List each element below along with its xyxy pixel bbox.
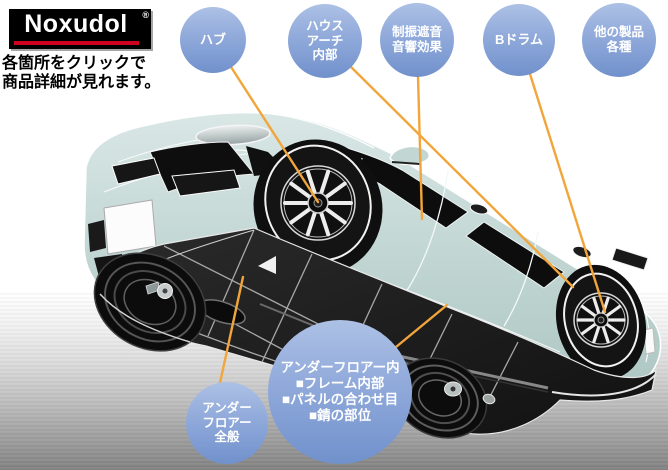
- front-left-wheel: [93, 252, 207, 352]
- front-lower-highlight: [99, 293, 191, 343]
- noxudol-logo[interactable]: Noxudol ®: [9, 9, 151, 49]
- hotspot-vibration-sound-damping[interactable]: 制振遮音音響効果: [380, 3, 454, 77]
- registered-mark: ®: [142, 10, 149, 20]
- logo-red-underline: [14, 41, 139, 45]
- hotspot-label-line: 全般: [214, 430, 240, 445]
- hotspot-label-line: 内部: [312, 48, 338, 63]
- intro-line-2: 商品詳細が見れます。: [2, 74, 161, 91]
- rear-reflector: [643, 327, 656, 355]
- hotspot-underfloor-inner[interactable]: アンダーフロアー内■フレーム内部■パネルの合わせ目■錆の部位: [268, 320, 412, 464]
- hotspot-label-line: 各種: [606, 40, 632, 54]
- underbody-triangle-marker: [258, 256, 276, 274]
- hotspot-other-products[interactable]: 他の製品各種: [582, 3, 656, 77]
- hotspot-label-line: ■錆の部位: [308, 407, 372, 423]
- intro-line-1: 各箇所をクリックで: [2, 55, 147, 72]
- hotspot-house-arch-inner[interactable]: ハウスアーチ内部: [288, 4, 362, 78]
- hotspot-label-line: 制振遮音: [391, 25, 442, 40]
- rear-lower-highlight: [551, 373, 657, 397]
- hotspot-underfloor-general[interactable]: アンダーフロアー全般: [186, 382, 268, 464]
- hotspot-label-line: アーチ: [306, 33, 344, 48]
- hotspot-label-line: アンダー: [202, 400, 252, 415]
- license-plate: [103, 199, 157, 255]
- hotspot-label-line: ハウス: [306, 18, 344, 33]
- front-vent: [88, 220, 106, 252]
- logo-brand-text: Noxudol: [24, 10, 128, 38]
- intro-text: 各箇所をクリックで 商品詳細が見れます。: [2, 54, 160, 92]
- hotspot-label-line: 他の製品: [593, 25, 644, 40]
- hotspot-label-line: ハブ: [199, 32, 226, 48]
- hotspot-label-line: ■フレーム内部: [295, 376, 385, 392]
- hotspot-hub[interactable]: ハブ: [180, 7, 246, 73]
- hotspot-label-line: アンダーフロアー内: [280, 360, 400, 376]
- hotspot-label-line: 音響効果: [391, 40, 442, 54]
- left-headlight: [111, 157, 161, 185]
- hotspot-b-drum[interactable]: Bドラム: [483, 4, 555, 76]
- hotspot-label-line: Bドラム: [495, 32, 543, 48]
- rear-left-wheel: [392, 357, 496, 439]
- rear-door-handle: [572, 245, 592, 259]
- hotspot-label-line: フロアー: [202, 415, 252, 430]
- rear-lamp: [611, 247, 649, 271]
- hotspot-label-line: ■パネルの合わせ目: [281, 392, 399, 407]
